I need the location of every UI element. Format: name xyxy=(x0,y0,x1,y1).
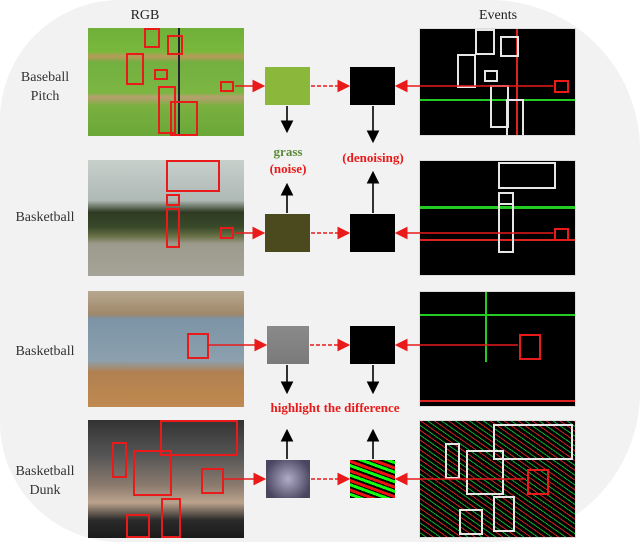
event-patch-outdoor-black xyxy=(350,214,395,252)
rgb-image-basketball-outdoor xyxy=(88,160,244,276)
highlight-difference-label: highlight the difference xyxy=(270,400,400,415)
event-image-basketball-indoor xyxy=(419,291,576,407)
row-label-basketball-dunk: Basketball Dunk xyxy=(4,462,86,500)
row-label-baseball-pitch: Baseball Pitch xyxy=(4,68,86,106)
row-label-line: Basketball xyxy=(15,464,75,479)
grass-label: grass xyxy=(273,144,303,159)
rgb-patch-wall xyxy=(267,326,309,364)
event-image-baseball-pitch xyxy=(419,28,576,136)
event-patch-baseball-black xyxy=(350,67,395,105)
row-label-basketball-2: Basketball xyxy=(4,342,86,361)
event-image-basketball-outdoor xyxy=(419,160,576,276)
rgb-image-basketball-indoor xyxy=(88,291,244,407)
events-column-header: Events xyxy=(478,8,518,23)
event-image-basketball-dunk xyxy=(419,420,576,538)
row-label-line: Dunk xyxy=(29,483,61,498)
rgb-image-baseball-pitch xyxy=(88,28,244,136)
rgb-column-header: RGB xyxy=(130,8,160,23)
noise-label: (noise) xyxy=(269,161,307,176)
row-label-basketball-1: Basketball xyxy=(4,208,86,227)
rgb-patch-grass xyxy=(265,67,310,105)
rgb-patch-outdoor-grass xyxy=(265,214,310,252)
rgb-image-basketball-dunk xyxy=(88,420,244,538)
rgb-patch-player xyxy=(266,460,310,498)
row-label-line: Basketball xyxy=(15,344,75,359)
denoising-label: (denoising) xyxy=(342,150,404,165)
event-patch-player-edges xyxy=(350,460,395,498)
event-patch-wall-black xyxy=(350,326,395,364)
row-label-line: Baseball xyxy=(20,70,70,85)
row-label-line: Basketball xyxy=(15,210,75,225)
row-label-line: Pitch xyxy=(30,89,60,104)
